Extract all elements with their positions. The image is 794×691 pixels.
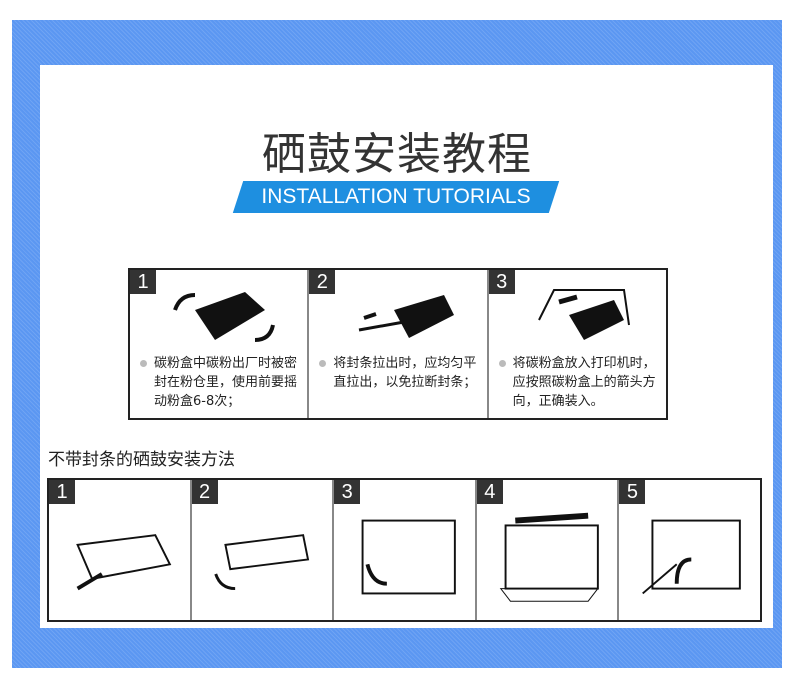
step-number: 2 (191, 480, 218, 504)
section-subtitle: 不带封条的硒鼓安装方法 (48, 450, 235, 470)
page-title: 硒鼓安装教程 (262, 129, 532, 180)
step-description: 碳粉盒中碳粉出厂时被密封在粉仓里，使用前要摇动粉盒6-8次； (140, 354, 301, 411)
open-printer-illustration (361, 519, 457, 595)
no-seal-step-2: 2 (191, 480, 335, 620)
no-seal-step-1: 1 (49, 480, 192, 620)
step-number: 4 (476, 480, 503, 504)
shake-cartridge-illustration (173, 292, 275, 342)
no-seal-step-5: 5 (619, 480, 760, 620)
no-seal-steps-box: 1 2 3 4 5 (47, 478, 762, 622)
seal-step-2: 2 将封条拉出时，应均匀平直拉出，以免拉断封条； (309, 270, 489, 418)
close-printer-illustration (642, 519, 742, 595)
step-number: 3 (488, 270, 515, 294)
remove-packaging-illustration (76, 534, 172, 591)
pull-seal-illustration (359, 295, 455, 338)
insert-drum-illustration (499, 512, 599, 602)
no-seal-step-3: 3 (334, 480, 477, 620)
shake-drum-illustration (213, 534, 309, 591)
banner-label: INSTALLATION TUTORIALS (261, 185, 531, 208)
step-number: 2 (309, 270, 336, 294)
step-number: 1 (130, 270, 156, 294)
seal-step-1: 1 碳粉盒中碳粉出厂时被密封在粉仓里，使用前要摇动粉盒6-8次； (130, 270, 310, 418)
step-description: 将封条拉出时，应均匀平直拉出，以免拉断封条； (319, 354, 480, 392)
step-number: 5 (619, 480, 646, 504)
step-description: 将碳粉盒放入打印机时，应按照碳粉盒上的箭头方向，正确装入。 (498, 354, 660, 411)
step-number: 1 (49, 480, 75, 504)
step-number: 3 (334, 480, 361, 504)
seal-steps-box: 1 碳粉盒中碳粉出厂时被密封在粉仓里，使用前要摇动粉盒6-8次； 2 将封条拉出… (128, 268, 668, 420)
insert-cartridge-illustration (537, 289, 630, 340)
seal-step-3: 3 将碳粉盒放入打印机时，应按照碳粉盒上的箭头方向，正确装入。 (488, 270, 666, 418)
no-seal-step-4: 4 (476, 480, 620, 620)
